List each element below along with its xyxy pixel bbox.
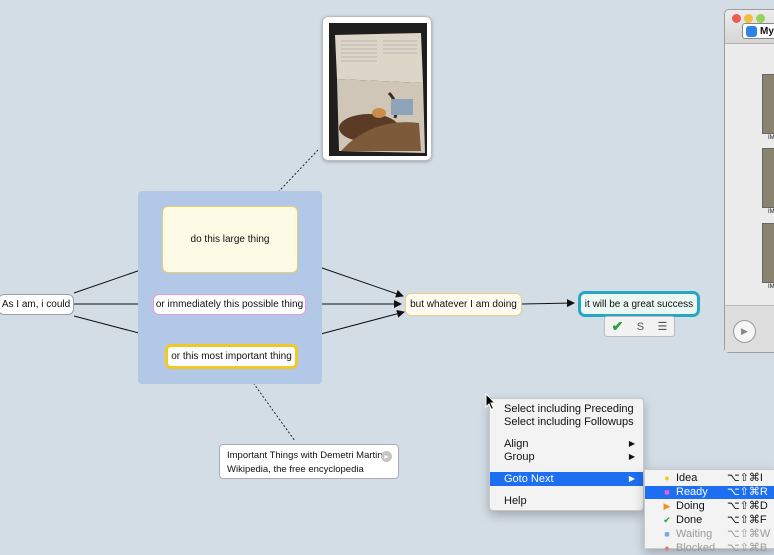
menu-item-group[interactable]: Group▶ <box>504 451 635 463</box>
window-titlebar: My <box>725 10 774 44</box>
menu-item-goto-next[interactable]: Goto Next▶ <box>490 472 643 486</box>
doing-status-icon: ▶ <box>663 501 671 511</box>
submenu-item-doing[interactable]: ▶ Doing ⌥⇧⌘D <box>663 500 768 512</box>
submenu-item-ready[interactable]: ■ Ready ⌥⇧⌘R <box>645 486 774 499</box>
submenu-item-waiting[interactable]: ■ Waiting ⌥⇧⌘W <box>645 528 774 541</box>
menu-item-select-preceding[interactable]: Select including Preceding <box>504 403 634 415</box>
node-large-thing[interactable]: do this large thing <box>162 206 298 273</box>
note-link-card[interactable]: Important Things with Demetri Martin Wik… <box>219 444 399 479</box>
node-whatever-doing[interactable]: but whatever I am doing <box>405 293 522 316</box>
minimize-window-icon[interactable] <box>744 14 753 23</box>
photo-thumbnail[interactable] <box>762 74 774 134</box>
blocked-status-icon: ● <box>664 543 670 553</box>
book-photo-image <box>329 23 427 156</box>
ready-status-icon: ■ <box>664 487 670 497</box>
context-menu: Select including Preceding Select includ… <box>489 398 644 511</box>
submenu-item-idea[interactable]: ● Idea ⌥⇧⌘I <box>645 472 774 485</box>
menu-item-help[interactable]: Help <box>504 495 527 507</box>
app-icon <box>746 26 757 37</box>
close-window-icon[interactable] <box>732 14 741 23</box>
done-status-icon: ✔ <box>663 515 671 525</box>
window-tab[interactable]: My <box>742 23 774 39</box>
idea-status-icon: ● <box>664 473 670 483</box>
photos-side-window: My IM IM IM ▶ <box>724 9 774 353</box>
submenu-item-blocked[interactable]: ● Blocked ⌥⇧⌘B <box>645 542 774 555</box>
note-title: Important Things with Demetri Martin <box>227 450 383 461</box>
list-icon[interactable]: ☰ <box>657 321 668 333</box>
menu-item-select-followups[interactable]: Select including Followups <box>504 416 634 428</box>
note-subtitle: Wikipedia, the free encyclopedia <box>227 464 364 475</box>
menu-item-align[interactable]: Align▶ <box>504 438 635 450</box>
play-icon[interactable]: ▶ <box>733 320 756 343</box>
node-possible-thing[interactable]: or immediately this possible thing <box>153 294 306 315</box>
window-bottom-bar: ▶ <box>725 305 774 352</box>
node-status-toolbar: ✔ S ☰ <box>604 316 675 337</box>
connector-whatever-success <box>521 299 575 308</box>
photo-thumbnail[interactable] <box>762 148 774 208</box>
submenu-arrow-icon: ▶ <box>628 452 635 461</box>
photo-thumbnail[interactable] <box>762 223 774 283</box>
waiting-status-icon: ■ <box>664 529 670 539</box>
node-start[interactable]: As I am, i could <box>0 294 74 315</box>
dotted-link-note <box>243 369 296 442</box>
photo-node[interactable] <box>322 16 432 161</box>
goto-next-submenu: ● Idea ⌥⇧⌘I ■ Ready ⌥⇧⌘R ▶ Doing ⌥⇧⌘D ✔ … <box>644 469 774 554</box>
node-great-success[interactable]: it will be a great success <box>578 291 700 317</box>
submenu-item-done[interactable]: ✔ Done ⌥⇧⌘F <box>663 514 767 526</box>
s-button[interactable]: S <box>636 320 645 333</box>
node-important-thing[interactable]: or this most important thing <box>165 344 298 369</box>
thumbnail-label: IM <box>768 135 774 141</box>
zoom-window-icon[interactable] <box>756 14 765 23</box>
mouse-cursor-icon <box>485 393 497 411</box>
open-link-icon[interactable]: ▸ <box>381 451 392 462</box>
thumbnail-label: IM <box>768 209 774 215</box>
submenu-arrow-icon: ▶ <box>628 439 635 448</box>
submenu-arrow-icon: ▶ <box>628 474 635 483</box>
thumbnail-label: IM <box>768 284 774 290</box>
checkmark-icon[interactable]: ✔ <box>611 318 624 334</box>
